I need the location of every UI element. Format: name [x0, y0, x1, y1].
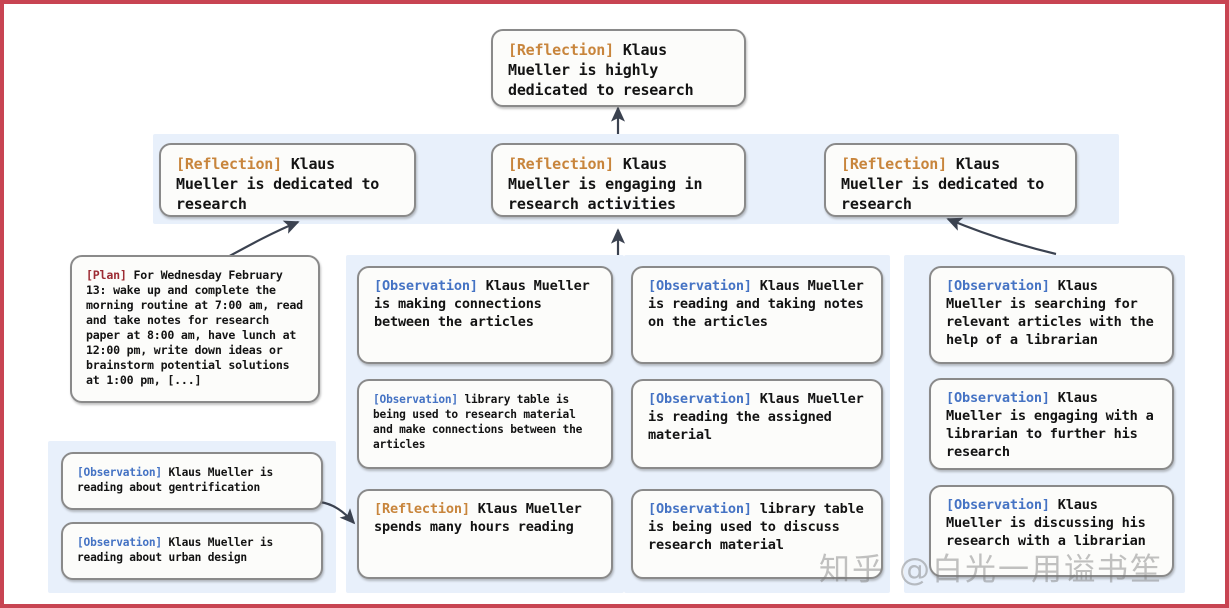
column-b-node-1[interactable]: [Observation] Klaus Mueller is reading a…	[631, 266, 883, 364]
left-observation-node-1[interactable]: [Observation] Klaus Mueller is reading a…	[61, 452, 323, 510]
column-a-node-1-text: Klaus Mueller is making connections betw…	[374, 278, 590, 330]
root-reflection-node[interactable]: [Reflection] Klaus Mueller is highly ded…	[491, 29, 746, 107]
observation-tag: [Observation]	[77, 466, 162, 479]
observation-tag: [Observation]	[77, 536, 162, 549]
watermark-site: 知乎	[819, 552, 885, 588]
column-c-node-1[interactable]: [Observation] Klaus Mueller is searching…	[929, 266, 1174, 364]
plan-node-text: For Wednesday February 13: wake up and c…	[86, 268, 303, 388]
observation-tag: [Observation]	[648, 391, 752, 407]
plan-node[interactable]: [Plan] For Wednesday February 13: wake u…	[70, 255, 320, 403]
column-b-node-1-text: Klaus Mueller is reading and taking note…	[648, 278, 864, 330]
reflection-tag: [Reflection]	[374, 501, 470, 517]
level2-reflection-node-1[interactable]: [Reflection] Klaus Mueller is dedicated …	[159, 143, 416, 217]
column-c-node-3-text: Klaus Mueller is discussing his research…	[946, 497, 1146, 549]
column-c-node-1-text: Klaus Mueller is searching for relevant …	[946, 278, 1154, 348]
column-a-node-1[interactable]: [Observation] Klaus Mueller is making co…	[357, 266, 613, 364]
column-b-node-2-text: Klaus Mueller is reading the assigned ma…	[648, 391, 864, 443]
root-reflection-text: Klaus Mueller is highly dedicated to res…	[508, 41, 694, 99]
observation-tag: [Observation]	[946, 497, 1050, 513]
column-c-node-2[interactable]: [Observation] Klaus Mueller is engaging …	[929, 378, 1174, 470]
watermark-handle: @白光一用谥书笙	[899, 552, 1163, 588]
column-a-node-3-text: Klaus Mueller spends many hours reading	[374, 501, 582, 535]
reflection-tag: [Reflection]	[176, 155, 282, 173]
plan-tag: [Plan]	[86, 268, 127, 282]
column-b-node-3-text: library table is being used to discuss r…	[648, 501, 864, 553]
column-a-node-2[interactable]: [Observation] library table is being use…	[357, 379, 613, 469]
left-observation-node-1-text: Klaus Mueller is reading about gentrific…	[77, 466, 274, 494]
level2-node-1-text: Klaus Mueller is dedicated to research	[176, 155, 380, 213]
level2-node-3-text: Klaus Mueller is dedicated to research	[841, 155, 1045, 213]
left-observation-node-2-text: Klaus Mueller is reading about urban des…	[77, 536, 274, 564]
column-b-node-2[interactable]: [Observation] Klaus Mueller is reading t…	[631, 379, 883, 469]
observation-tag: [Observation]	[946, 390, 1050, 406]
level2-reflection-node-3[interactable]: [Reflection] Klaus Mueller is dedicated …	[824, 143, 1077, 217]
column-a-node-2-text: library table is being used to research …	[373, 393, 583, 451]
reflection-tag: [Reflection]	[508, 41, 614, 59]
column-c-node-3[interactable]: [Observation] Klaus Mueller is discussin…	[929, 485, 1174, 577]
level2-node-2-text: Klaus Mueller is engaging in research ac…	[508, 155, 703, 213]
column-a-node-3[interactable]: [Reflection] Klaus Mueller spends many h…	[357, 489, 613, 579]
level2-reflection-node-2[interactable]: [Reflection] Klaus Mueller is engaging i…	[491, 143, 746, 217]
reflection-tag: [Reflection]	[841, 155, 947, 173]
observation-tag: [Observation]	[648, 501, 752, 517]
observation-tag: [Observation]	[373, 393, 458, 406]
left-observation-node-2[interactable]: [Observation] Klaus Mueller is reading a…	[61, 522, 323, 580]
column-b-node-3[interactable]: [Observation] library table is being use…	[631, 489, 883, 579]
observation-tag: [Observation]	[648, 278, 752, 294]
observation-tag: [Observation]	[946, 278, 1050, 294]
observation-tag: [Observation]	[374, 278, 478, 294]
column-c-node-2-text: Klaus Mueller is engaging with a librari…	[946, 390, 1154, 460]
arrow-colc-to-right-reflection	[946, 217, 1057, 256]
reflection-tag: [Reflection]	[508, 155, 614, 173]
